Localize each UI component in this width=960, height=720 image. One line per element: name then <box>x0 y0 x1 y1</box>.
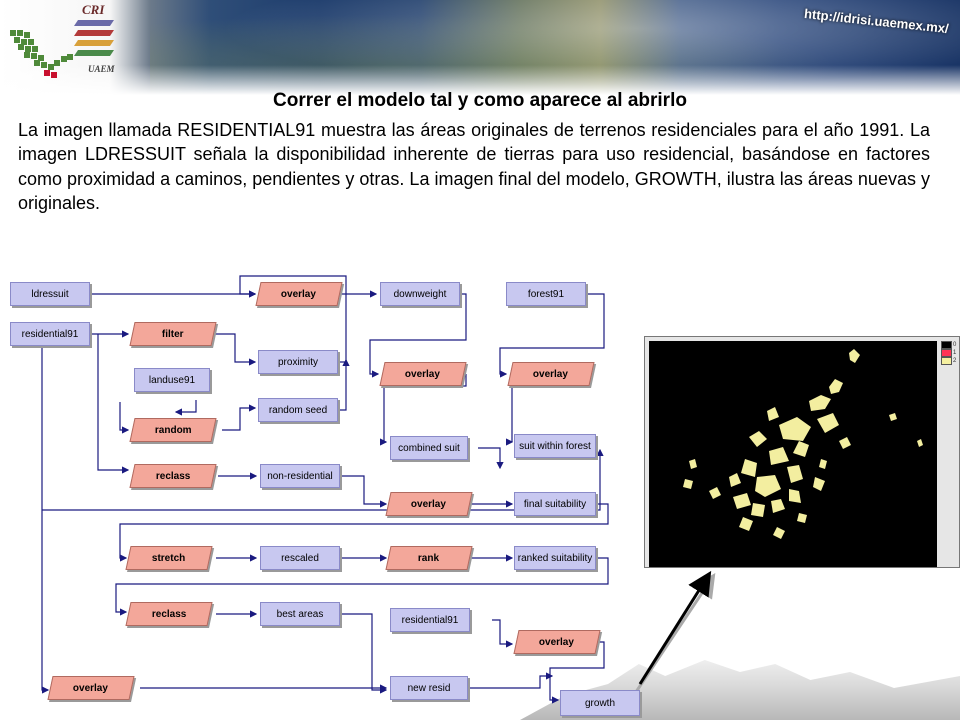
node-filter[interactable]: filter <box>129 322 217 346</box>
node-random-seed[interactable]: random seed <box>258 398 338 422</box>
map-canvas <box>649 341 937 567</box>
node-combined-suit[interactable]: combined suit <box>390 436 468 460</box>
growth-patches <box>683 349 923 539</box>
node-overlay-5[interactable]: overlay <box>513 630 601 654</box>
node-ldressuit[interactable]: ldressuit <box>10 282 90 306</box>
node-overlay-4[interactable]: overlay <box>385 492 473 516</box>
uaem-logo-text: UAEM <box>88 64 115 74</box>
node-residential91-b[interactable]: residential91 <box>390 608 470 632</box>
node-random[interactable]: random <box>129 418 217 442</box>
node-landuse91[interactable]: landuse91 <box>134 368 210 392</box>
mexico-map-logo <box>10 30 73 78</box>
node-reclass-2[interactable]: reclass <box>125 602 213 626</box>
node-suit-within-forest[interactable]: suit within forest <box>514 434 596 458</box>
node-rescaled[interactable]: rescaled <box>260 546 340 570</box>
node-overlay-1[interactable]: overlay <box>255 282 343 306</box>
node-downweight[interactable]: downweight <box>380 282 460 306</box>
growth-result-map: 0 1 2 <box>644 336 960 568</box>
cri-logo-text: CRI <box>82 2 105 17</box>
node-proximity[interactable]: proximity <box>258 350 338 374</box>
node-overlay-2[interactable]: overlay <box>379 362 467 386</box>
node-rank[interactable]: rank <box>385 546 473 570</box>
node-reclass-1[interactable]: reclass <box>129 464 217 488</box>
description-paragraph: La imagen llamada RESIDENTIAL91 muestra … <box>18 120 930 214</box>
map-legend: 0 1 2 <box>941 341 957 365</box>
node-overlay-6[interactable]: overlay <box>47 676 135 700</box>
colored-bars-logo <box>74 20 114 56</box>
node-ranked-suitability[interactable]: ranked suitability <box>514 546 596 570</box>
legend-row: 2 <box>941 357 957 365</box>
node-growth[interactable]: growth <box>560 690 640 716</box>
node-forest91[interactable]: forest91 <box>506 282 586 306</box>
legend-row: 0 <box>941 341 957 349</box>
node-final-suitability[interactable]: final suitability <box>514 492 596 516</box>
node-new-resid[interactable]: new resid <box>390 676 468 700</box>
header-banner: CRI UAEM http://idrisi.uaemex.mx/ <box>0 0 960 95</box>
node-best-areas[interactable]: best areas <box>260 602 340 626</box>
legend-row: 1 <box>941 349 957 357</box>
node-stretch[interactable]: stretch <box>125 546 213 570</box>
banner-fade <box>0 65 960 95</box>
slide-heading: Correr el modelo tal y como aparece al a… <box>273 90 687 111</box>
node-residential91[interactable]: residential91 <box>10 322 90 346</box>
node-non-residential[interactable]: non-residential <box>260 464 340 488</box>
node-overlay-3[interactable]: overlay <box>507 362 595 386</box>
